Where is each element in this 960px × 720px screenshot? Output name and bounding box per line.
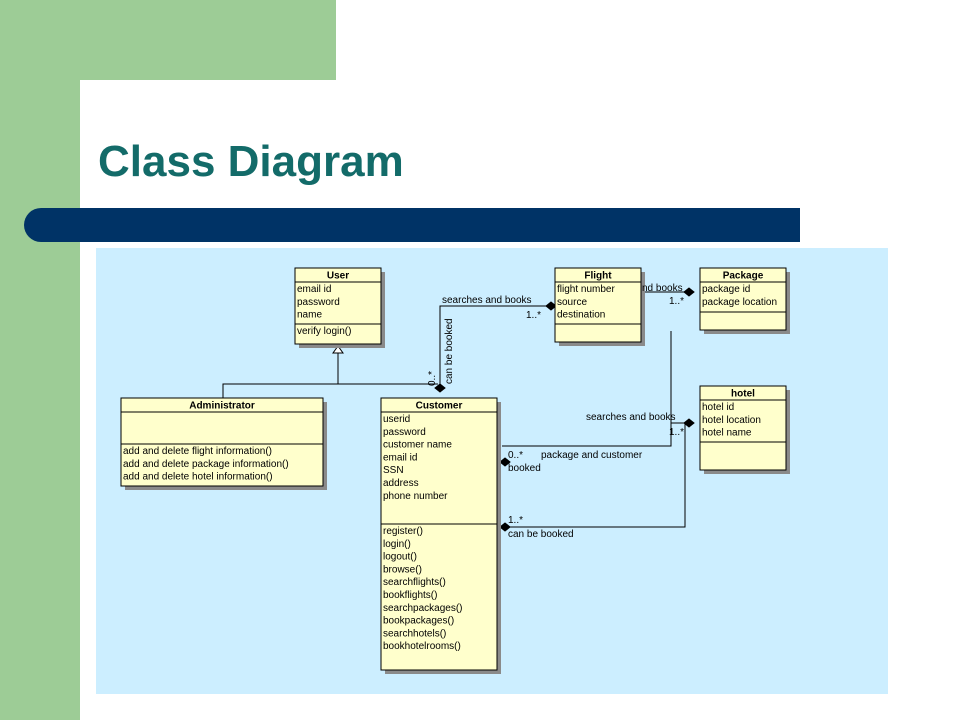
relationship-lines (222, 287, 695, 532)
class-method: bookpackages() (383, 616, 454, 627)
class-attribute: package location (702, 297, 777, 308)
class-name: Customer (416, 401, 463, 412)
class-method: add and delete hotel information() (123, 472, 273, 483)
label-nd-books: nd books (642, 283, 683, 294)
label-searches-books-flight: searches and books (442, 295, 532, 306)
class-attribute: flight number (557, 284, 615, 295)
title-underline-bar (24, 208, 800, 242)
class-attribute: hotel location (702, 415, 761, 426)
class-method: login() (383, 539, 411, 550)
class-name: Flight (584, 271, 612, 282)
class-method: searchhotels() (383, 628, 446, 639)
inheritance-arrowhead (332, 345, 344, 354)
label-searches-books-hotel: searches and books (586, 412, 676, 423)
inheritance-line-admin (222, 383, 438, 398)
class-box (380, 397, 498, 671)
class-attribute: password (383, 427, 426, 438)
class-hotel: hotel hotel id hotel location hotel name (699, 385, 790, 474)
class-attribute: customer name (383, 440, 452, 451)
slide-title: Class Diagram (98, 137, 404, 186)
class-method: browse() (383, 564, 422, 575)
class-attribute: name (297, 310, 322, 321)
class-method: bookhotelrooms() (383, 641, 461, 652)
class-attribute: email id (297, 284, 331, 295)
class-attribute: address (383, 478, 419, 489)
class-attribute: package id (702, 284, 750, 295)
class-method: searchpackages() (383, 603, 462, 614)
class-attribute: hotel name (702, 428, 752, 439)
label-can-be-booked-bottom: can be booked (508, 529, 574, 540)
class-box (699, 267, 787, 331)
label-mult-hotel: 1..* (669, 427, 684, 438)
green-top-band (80, 0, 336, 80)
class-attribute: email id (383, 452, 417, 463)
class-diagram-canvas: User email id password name verify login() Fl… (96, 248, 888, 694)
class-customer: Customer userid password customer nameemail… (380, 397, 501, 674)
class-method: searchflights() (383, 577, 446, 588)
association-customer-hotel (502, 423, 686, 528)
class-diagram-svg: User email id password name verify login() Fl… (120, 267, 790, 674)
diamond-customer-mid (499, 457, 511, 467)
diamond-customer-low (499, 522, 511, 532)
class-name: hotel (731, 389, 755, 400)
class-attribute: phone number (383, 491, 448, 502)
green-left-band (0, 0, 80, 720)
class-attribute: SSN (383, 465, 404, 476)
class-attribute: hotel id (702, 402, 734, 413)
class-box (294, 267, 382, 345)
corner-curve (80, 80, 170, 170)
class-name: User (327, 271, 349, 282)
class-attribute: password (297, 297, 340, 308)
label-package-and-customer: package and customer (541, 450, 643, 461)
association-customer-package (502, 331, 672, 447)
relationship-labels: searches and books 1..* can be booked 0.… (427, 283, 684, 540)
label-mult-flight: 1..* (526, 310, 541, 321)
diamond-hotel (683, 418, 695, 428)
label-booked: booked (508, 463, 541, 474)
association-customer-flight (439, 305, 546, 392)
label-can-be-booked-vertical: can be booked (444, 318, 455, 384)
class-attribute: source (557, 297, 587, 308)
class-boxes: User email id password name verify login() Fl… (120, 267, 790, 674)
class-package: Package package id package location (699, 267, 790, 334)
label-mult-customer-low: 1..* (508, 515, 523, 526)
class-administrator: Administrator add and delete flight infor… (120, 397, 327, 490)
class-name: Package (723, 271, 764, 282)
label-mult-package: 1..* (669, 296, 684, 307)
class-flight: Flight flight number source destination (554, 267, 645, 346)
class-name: Administrator (189, 401, 255, 412)
class-method: add and delete flight information() (123, 446, 272, 457)
class-method: register() (383, 526, 423, 537)
class-method: bookflights() (383, 590, 437, 601)
class-attribute: destination (557, 310, 605, 321)
class-box (554, 267, 642, 343)
class-method: logout() (383, 552, 417, 563)
class-attribute: userid (383, 414, 410, 425)
class-method: verify login() (297, 326, 351, 337)
class-user: User email id password name verify login() (294, 267, 385, 348)
label-mult-customer-top: 0..* (427, 371, 438, 386)
class-method: add and delete package information() (123, 459, 289, 470)
diamond-customer-top (434, 383, 446, 393)
label-mult-customer-mid: 0..* (508, 450, 523, 461)
class-box (120, 397, 324, 487)
diamond-package (683, 287, 695, 297)
